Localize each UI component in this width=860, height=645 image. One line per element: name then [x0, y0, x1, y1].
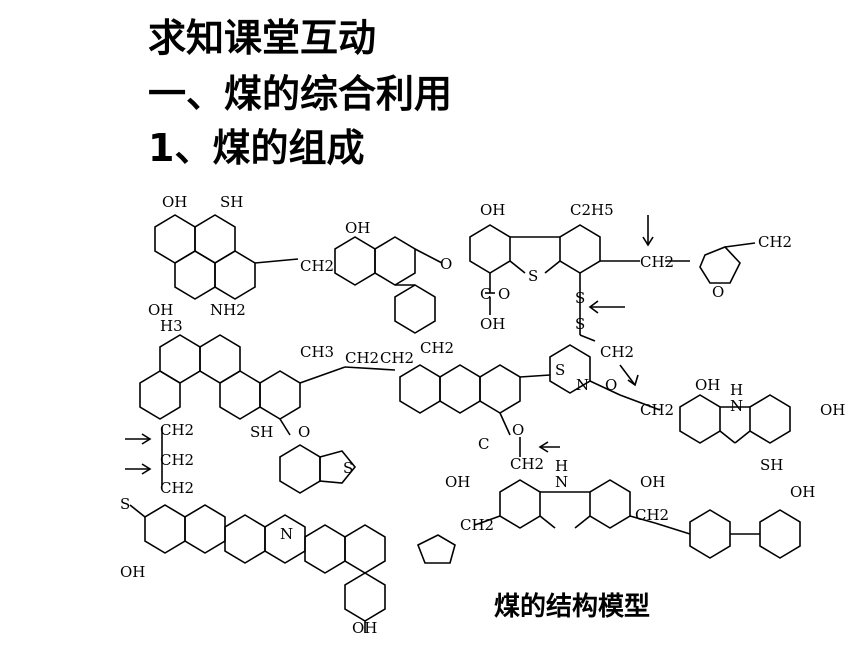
oh-label: OH — [480, 315, 505, 333]
ch3-label: CH3 — [300, 343, 334, 361]
ch2-label: CH2 — [300, 257, 334, 275]
h-label: H — [555, 457, 568, 475]
ch2-label: CH2 — [420, 339, 454, 357]
oh-label: OH — [790, 483, 815, 501]
s-label: S — [528, 267, 538, 285]
nh2-label: NH2 — [210, 301, 246, 319]
slide-title-line1: 求知课堂互动 — [148, 16, 377, 60]
ch2-label: CH2 — [758, 233, 792, 251]
ch2-label: CH2 — [640, 401, 674, 419]
n-label: N — [280, 525, 293, 543]
ch2-label: CH2 — [345, 349, 379, 367]
diagram-caption: 煤的结构模型 — [494, 592, 651, 622]
s-label: S — [575, 315, 585, 333]
oh-label: OH — [480, 201, 505, 219]
c-label: C — [478, 435, 489, 453]
s-label: S — [575, 289, 585, 307]
ch2-label: CH2 — [510, 455, 544, 473]
oh-label: OH — [445, 473, 470, 491]
oh-label: OH — [148, 301, 173, 319]
oh-label: OH — [162, 193, 187, 211]
n-label: N — [576, 376, 589, 394]
oh-label: OH — [695, 376, 720, 394]
n-label: N — [730, 397, 743, 415]
s-label: S — [555, 361, 565, 379]
oh-label: OH — [345, 219, 370, 237]
o-label: O — [298, 423, 310, 441]
oh-label: OH — [352, 619, 377, 637]
ch2-label: CH2 — [635, 506, 669, 524]
ch2-label: CH2 — [160, 479, 194, 497]
ch2-label: CH2 — [600, 343, 634, 361]
sh-label: SH — [250, 423, 273, 441]
subsection-heading: 1、煤的组成 — [148, 126, 365, 170]
o-label: O — [712, 283, 724, 301]
oh-label: OH — [640, 473, 665, 491]
n-label: N — [555, 473, 568, 491]
ch2-label: CH2 — [160, 421, 194, 439]
s-label: S — [120, 495, 130, 513]
ch2-label: CH2 — [640, 253, 674, 271]
oh-label: OH — [120, 563, 145, 581]
molecular-structure-svg: OH SH OH NH2 CH2 OH O CH2 OH C2H5 S C O … — [120, 193, 845, 637]
cooh-o-label: O — [498, 285, 510, 303]
section-heading: 一、煤的综合利用 — [148, 72, 453, 116]
cooh-c-label: C — [480, 285, 491, 303]
ch2-label: CH2 — [160, 451, 194, 469]
coal-structure-diagram: OH SH OH NH2 CH2 OH O CH2 OH C2H5 S C O … — [100, 185, 860, 645]
c2h5-label: C2H5 — [570, 201, 614, 219]
sh-label: SH — [220, 193, 243, 211]
ch2-label: CH2 — [380, 349, 414, 367]
oh-label: OH — [820, 401, 845, 419]
h-label: H — [730, 381, 743, 399]
o-label: O — [605, 376, 617, 394]
ch2-label: CH2 — [460, 516, 494, 534]
s-label: S — [343, 459, 353, 477]
o-label: O — [440, 255, 452, 273]
sh-label: SH — [760, 456, 783, 474]
o-label: O — [512, 421, 524, 439]
h3-label: H3 — [160, 317, 183, 335]
